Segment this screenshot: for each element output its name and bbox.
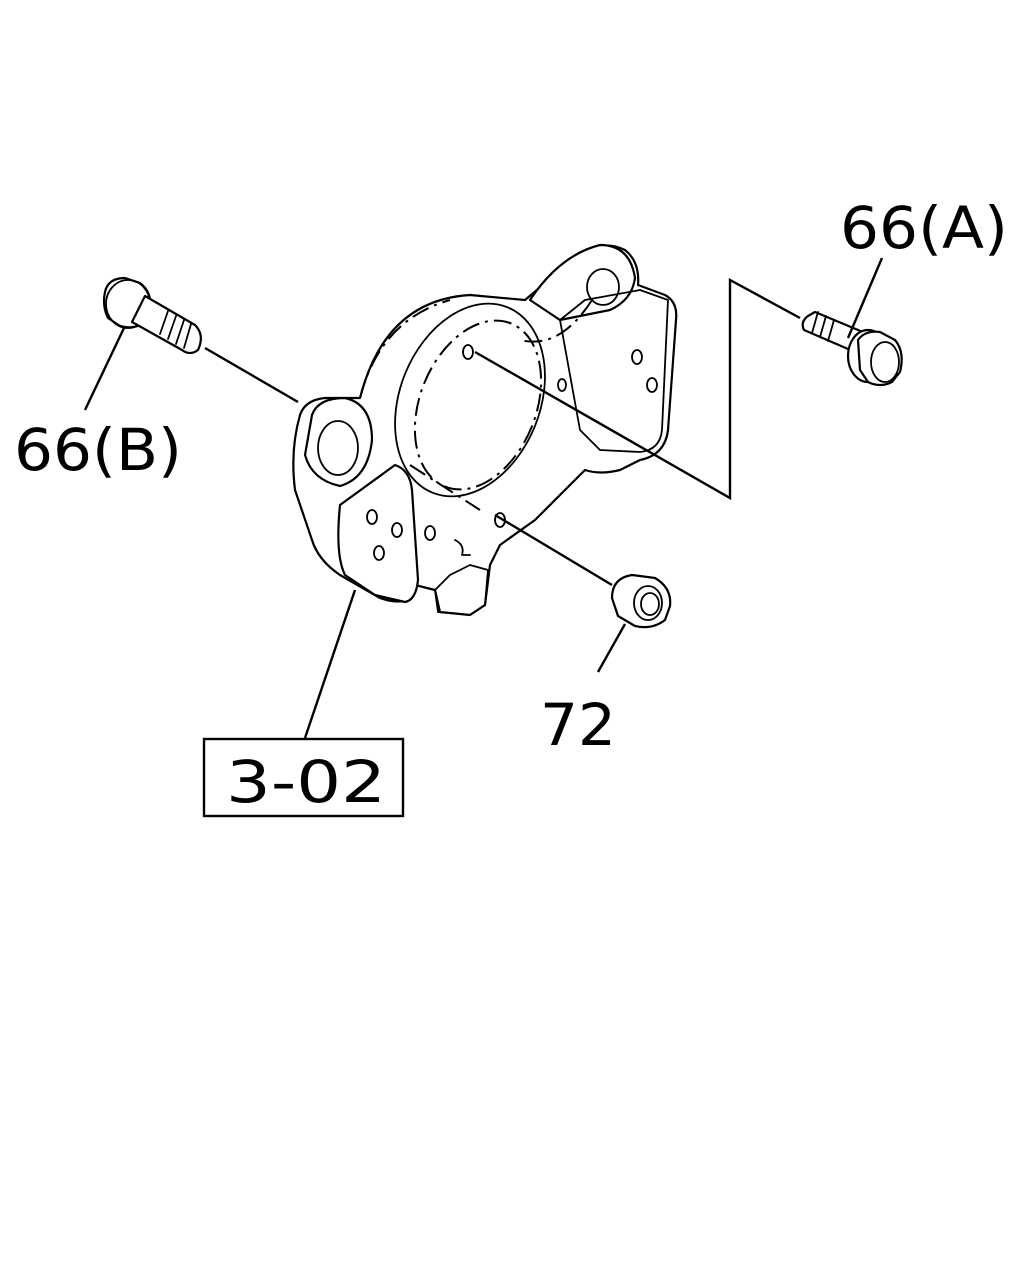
- upper-ear: [528, 243, 637, 322]
- bolt-a-thread-3: [827, 319, 835, 342]
- leader-bolt-a: [846, 257, 884, 339]
- bolt-b-thread-4: [183, 323, 192, 349]
- bolt-b-shank: [130, 294, 202, 355]
- callout-labels: 66(A) 66(B) 72 3-02: [14, 194, 1008, 818]
- right-plate-hole-2: [646, 377, 658, 393]
- bracket-notch: [454, 539, 471, 556]
- callout-bolt-a[interactable]: 66(A): [840, 194, 1008, 262]
- callout-bracket-ref[interactable]: 3-02: [226, 748, 386, 816]
- right-plate-hole-1: [631, 349, 643, 365]
- leader-bolt-b: [83, 327, 126, 411]
- bolt-a-head-face: [870, 341, 900, 383]
- bolt-a-thread-2: [819, 315, 827, 338]
- leader-bracket: [303, 589, 357, 739]
- right-side-plate: [559, 289, 669, 453]
- right-plate-hole-3: [462, 344, 474, 360]
- hidden-line-side: [519, 299, 593, 343]
- bolt-a-axis-line: [474, 277, 801, 501]
- bolt-b-thread-1: [159, 310, 169, 335]
- lower-plate-hole-4: [424, 525, 436, 541]
- bracket-assembly: [292, 243, 678, 617]
- bracket-ref-box: [202, 737, 405, 818]
- bolt-b: [102, 276, 202, 355]
- lower-plate-hole-3: [373, 545, 385, 561]
- bracket-foot: [434, 564, 489, 616]
- nut-bore: [633, 585, 663, 621]
- left-ear-hole: [317, 420, 359, 476]
- lower-plate-hole-2: [391, 522, 403, 538]
- right-plate-hole-4: [557, 378, 567, 392]
- alignment-lines: [204, 277, 801, 587]
- hidden-line-upper: [359, 299, 451, 399]
- nut-axis-line: [494, 513, 613, 587]
- callout-nut[interactable]: 72: [540, 691, 616, 759]
- nut-bore-inner: [640, 592, 660, 616]
- lower-front-plate: [337, 463, 420, 604]
- hidden-line-lower: [409, 464, 481, 511]
- bracket-bore-outer: [394, 302, 546, 498]
- bolt-a: [801, 310, 903, 387]
- lower-plate-hole-1: [366, 509, 378, 525]
- callout-bolt-b[interactable]: 66(B): [14, 416, 182, 484]
- leader-nut: [596, 623, 627, 673]
- bolt-a-thread-1: [811, 311, 819, 334]
- callout-leaders: [83, 257, 884, 739]
- bolt-b-thread-3: [175, 319, 185, 345]
- bolt-a-head: [856, 330, 903, 387]
- nut-72: [610, 573, 672, 629]
- upper-ear-hole: [586, 268, 620, 306]
- bolt-b-thread-2: [167, 315, 177, 340]
- bolt-b-axis-line: [204, 346, 299, 404]
